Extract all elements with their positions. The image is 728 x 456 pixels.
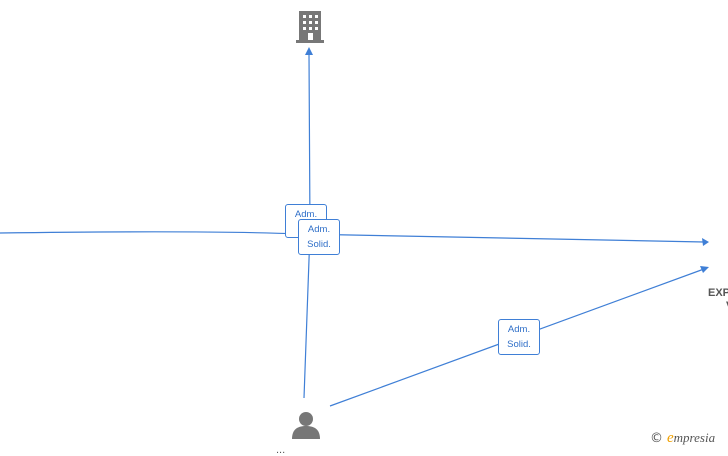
- edge-label-top-front-line2: Solid.: [307, 239, 331, 250]
- copyright-symbol: ©: [650, 431, 663, 446]
- edge-label-top-back-line1: Adm.: [294, 209, 318, 220]
- edge-label-bottom-line1: Adm.: [507, 324, 531, 335]
- brand-logo-letter: e: [667, 430, 674, 446]
- edge-label-top-front-line1: Adm.: [307, 224, 331, 235]
- edge-label-bottom[interactable]: Adm. Solid.: [498, 319, 540, 355]
- company-name-line2: V: [708, 300, 728, 313]
- arrowhead-company-bottom: [700, 266, 709, 273]
- person-icon[interactable]: [292, 412, 320, 439]
- person-node-label[interactable]: ...: [276, 444, 286, 456]
- edge-left-to-company: [0, 231, 705, 243]
- edge-label-bottom-line2: Solid.: [507, 339, 531, 350]
- edge-label-top-front[interactable]: Adm. Solid.: [298, 219, 340, 255]
- arrowhead-building: [305, 47, 313, 55]
- empresia-watermark: © empresia: [650, 430, 715, 447]
- company-node-label[interactable]: EXP V: [708, 287, 728, 313]
- company-name-line1: EXP: [708, 287, 728, 299]
- brand-logo-text: mpresia: [673, 430, 716, 445]
- building-icon[interactable]: [296, 11, 324, 43]
- arrowhead-company-top: [702, 238, 709, 246]
